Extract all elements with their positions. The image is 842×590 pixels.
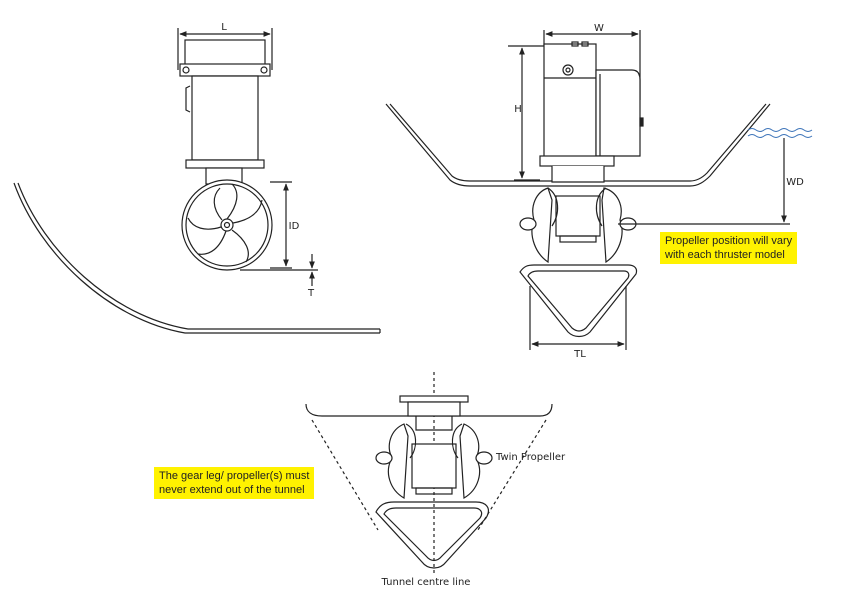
gear-leg-bottom xyxy=(375,395,493,499)
label-w: W xyxy=(594,23,604,34)
label-twin-propeller: Twin Propeller xyxy=(495,452,566,463)
label-tl: TL xyxy=(573,349,586,360)
side-view xyxy=(13,28,381,334)
note-gear-leg-line-2: never extend out of the tunnel xyxy=(159,484,305,496)
motor-side xyxy=(179,39,271,169)
bottom-view xyxy=(305,372,553,574)
label-tunnel-centre-line: Tunnel centre line xyxy=(381,577,471,588)
hull-side xyxy=(13,182,381,334)
label-wd: WD xyxy=(786,177,804,188)
note-propeller-position: Propeller position will vary with each t… xyxy=(660,232,798,264)
note-gear-leg-line-1: The gear leg/ propeller(s) must xyxy=(159,470,310,482)
label-l: L xyxy=(221,22,227,33)
waterline xyxy=(747,128,813,138)
motor-front xyxy=(539,41,644,167)
dimension-wd xyxy=(618,138,790,225)
tunnel-bottom xyxy=(375,501,489,569)
note-gear-leg: The gear leg/ propeller(s) must never ex… xyxy=(154,467,315,499)
label-h: H xyxy=(514,104,522,115)
dimension-id xyxy=(270,181,292,269)
gear-leg-front xyxy=(519,166,637,264)
propeller-disc xyxy=(181,179,273,271)
tunnel-guide-lines xyxy=(311,372,547,574)
dimension-t xyxy=(240,254,318,286)
label-t: T xyxy=(307,288,315,299)
front-view xyxy=(385,30,813,350)
tunnel-front xyxy=(519,264,638,338)
note-propeller-position-line-2: with each thruster model xyxy=(665,249,785,261)
dimension-tl xyxy=(529,286,627,350)
dimension-h xyxy=(508,45,544,181)
label-id: ID xyxy=(289,221,300,232)
note-propeller-position-line-1: Propeller position will vary xyxy=(665,235,793,247)
dimension-l xyxy=(177,28,273,70)
